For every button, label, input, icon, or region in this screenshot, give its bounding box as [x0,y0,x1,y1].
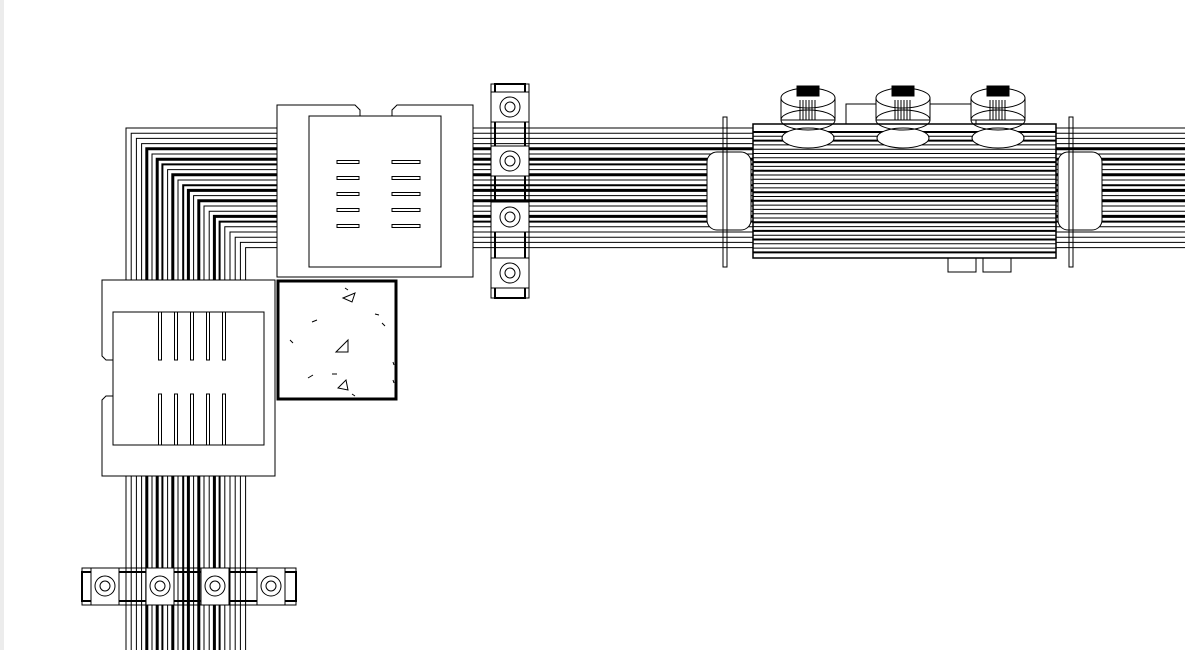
clamp-rail [495,84,525,298]
bolt-hex-icon [505,102,515,112]
left-bracket [723,117,727,267]
bolt-hex-icon [155,581,165,591]
slot [207,312,210,360]
canister-cap [892,86,914,96]
slot [392,193,420,196]
top-connector-body [309,116,441,267]
viewport-edge [0,0,4,650]
slot [337,225,359,228]
canister-base [877,128,929,148]
canister [781,86,835,148]
bolt-hex-icon [210,581,220,591]
bolt-washer [500,151,520,171]
slot [175,394,178,445]
slot [191,312,194,360]
slot [223,394,226,445]
left-connector-block [102,280,275,476]
slot [337,209,359,212]
bolt-hex-icon [505,156,515,166]
left-end-cap [707,152,751,230]
top-connector-block [277,105,473,277]
canister-bottom [781,110,835,130]
slot [159,312,162,360]
left-connector-slots [159,312,226,445]
canister-bottom [971,110,1025,130]
slot [392,161,420,164]
canister-bottom [876,110,930,130]
slot [337,161,359,164]
splice-enclosure [707,86,1102,272]
slot [337,177,359,180]
left-connector-body [113,312,264,445]
canister-base [972,128,1024,148]
vertical-cable-clamp [491,84,529,298]
bottom-tab-1 [948,258,976,272]
slot [392,177,420,180]
bolt-washer [500,263,520,283]
bolt-washer [95,576,115,596]
bolt-hex-icon [505,212,515,222]
slot [159,394,162,445]
slot [191,394,194,445]
slot [207,394,210,445]
bolt-washer [500,97,520,117]
horizontal-cable-clamp [82,568,296,605]
concrete-block [278,281,396,399]
canister-cap [797,86,819,96]
canister [971,86,1025,148]
canister-cap [987,86,1009,96]
clamp-rail [82,572,296,601]
bolt-hex-icon [100,581,110,591]
bolt-washer [261,576,281,596]
slot [392,209,420,212]
bolt-washer [500,207,520,227]
bolt-hex-icon [266,581,276,591]
canister [876,86,930,148]
right-end-cap [1058,152,1102,230]
slot [223,312,226,360]
right-bracket [1069,117,1073,267]
bolt-hex-icon [505,268,515,278]
slot [392,225,420,228]
canister-base [782,128,834,148]
bolt-washer [150,576,170,596]
slot [175,312,178,360]
top-connector-slots [337,161,420,228]
slot [337,193,359,196]
bolt-washer [205,576,225,596]
bottom-tab-2 [983,258,1011,272]
